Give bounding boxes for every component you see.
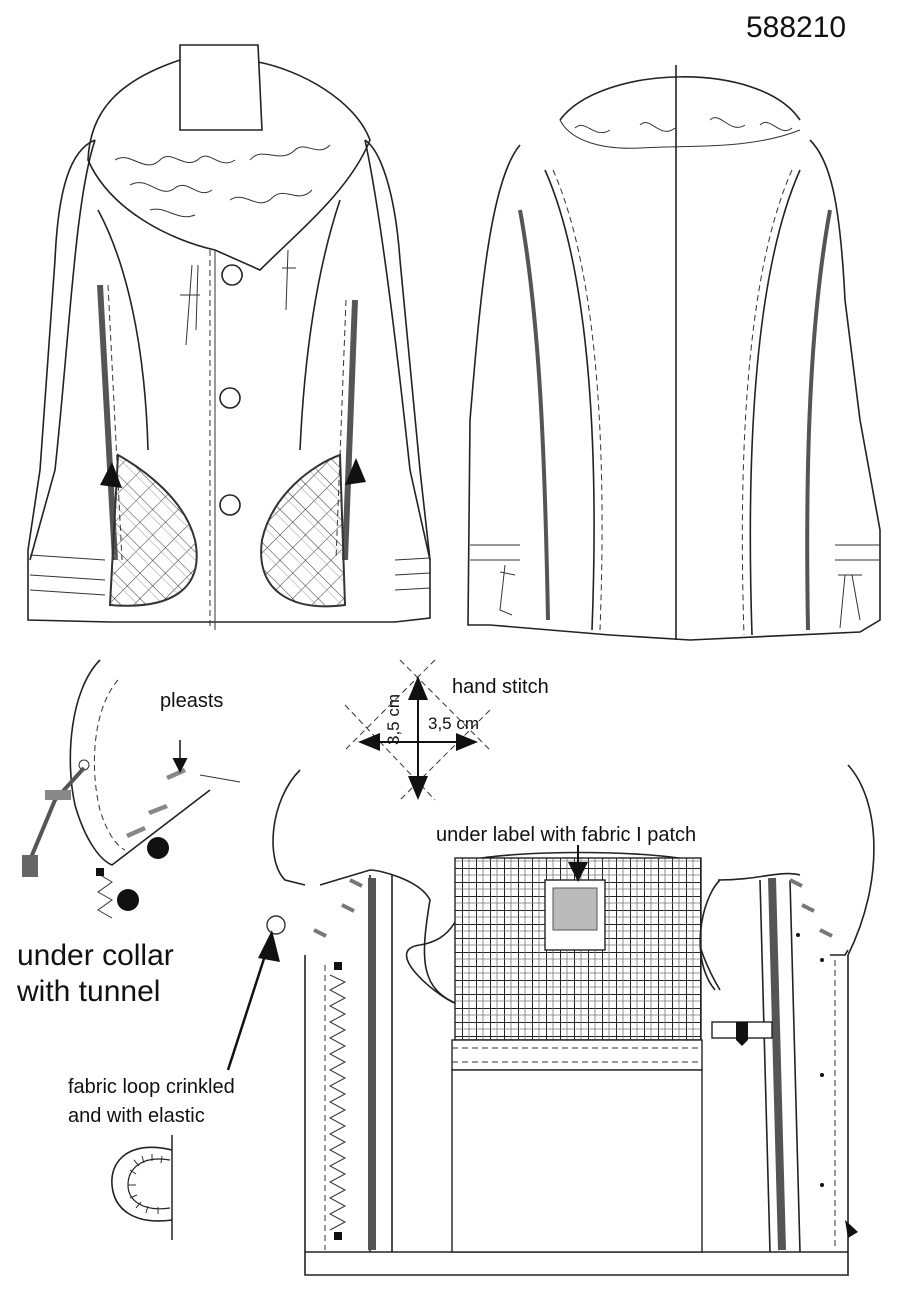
horizontal-measure-label: 3,5 cm xyxy=(428,714,480,733)
under-collar-caption-line2: with tunnel xyxy=(17,975,161,1008)
under-label-caption: under label with fabric I patch xyxy=(436,824,697,846)
vertical-measure-label: 3,5 cm xyxy=(384,693,403,745)
front-left-pocket xyxy=(108,453,198,607)
front-right-pocket xyxy=(260,453,347,608)
under-collar-caption-line1: under collar xyxy=(17,939,174,972)
fabric-loop-caption-line1: fabric loop crinkled xyxy=(68,1076,235,1098)
under-collar-detail-drawing xyxy=(22,659,241,919)
style-number: 588210 xyxy=(746,11,847,44)
fabric-loop-detail-drawing xyxy=(111,1135,173,1240)
pleats-label: pleasts xyxy=(160,690,224,712)
hand-stitch-measure-drawing xyxy=(344,659,491,801)
front-view-drawing xyxy=(27,44,431,630)
lining-inside-view-drawing xyxy=(226,764,875,1276)
hand-stitch-label: hand stitch xyxy=(452,676,549,698)
back-view-drawing xyxy=(467,65,881,641)
fabric-loop-caption-line2: and with elastic xyxy=(68,1105,205,1127)
